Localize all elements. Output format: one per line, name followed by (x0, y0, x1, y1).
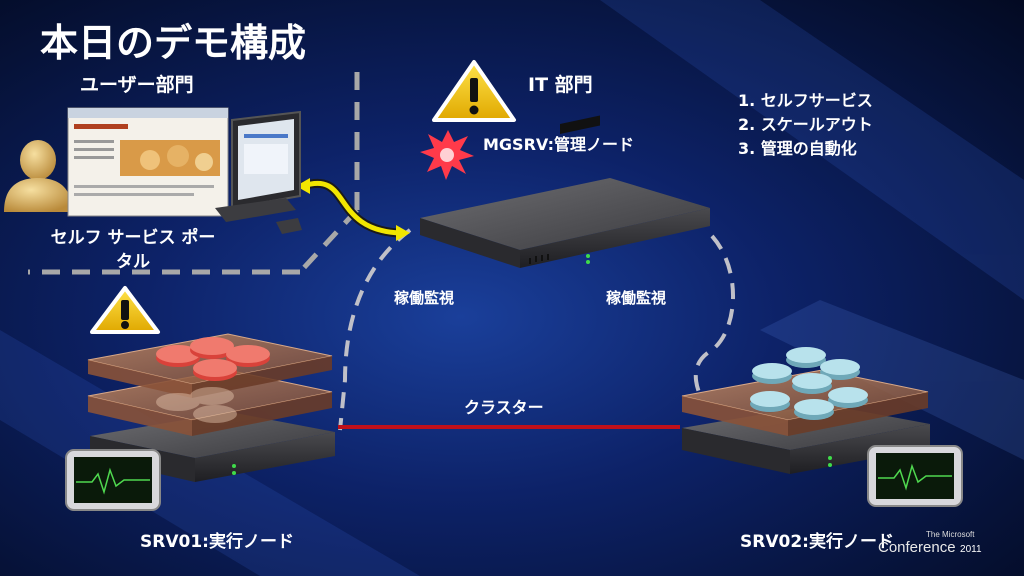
conference-logo-year: 2011 (960, 544, 982, 555)
vm-disk-ghost (156, 387, 237, 423)
vm-disk-red (190, 337, 234, 359)
vm-disk-cyan (752, 363, 792, 384)
monitor-label-left: 稼働監視 (394, 289, 455, 307)
feature-item: 2. スケールアウト (738, 115, 873, 134)
it-dept-label: IT 部門 (528, 74, 593, 96)
vm-disk-red (226, 345, 270, 367)
vm-disk-cyan (786, 347, 826, 368)
portal-browser-window (67, 107, 229, 217)
user-dept-label: ユーザー部門 (80, 74, 194, 96)
mgsrv-label: MGSRV:管理ノード (483, 135, 634, 154)
monitor-path-right (693, 234, 735, 396)
mgsrv-server (420, 115, 710, 268)
srv01-layer-upper (87, 333, 333, 398)
conference-logo-name: Conference (878, 539, 956, 556)
vm-disk-cyan (828, 387, 868, 408)
srv01-vm-disks (156, 337, 270, 423)
page-title: 本日のデモ構成 (40, 21, 307, 65)
monitor-path-left (338, 228, 412, 431)
srv02-layer (681, 369, 929, 436)
srv01-layer-lower (87, 369, 333, 436)
perf-monitor-icon-srv02 (867, 445, 963, 507)
feature-item: 1. セルフサービス (738, 91, 873, 110)
srv01-label: SRV01:実行ノード (140, 532, 294, 552)
vm-disk-cyan (794, 399, 834, 420)
conference-logo-small: The Microsoft (926, 530, 975, 539)
feature-item: 3. 管理の自動化 (738, 139, 857, 158)
warning-icon-srv01 (90, 286, 160, 334)
cluster-label: クラスター (464, 398, 544, 417)
alert-burst-icon (420, 130, 474, 180)
user-dept-border (28, 72, 360, 275)
vm-disk-red (156, 345, 200, 367)
warning-icon-it (432, 60, 516, 122)
feature-list: 1. セルフサービス 2. スケールアウト 3. 管理の自動化 (738, 89, 873, 161)
conference-logo: The Microsoft Conference 2011 (878, 530, 982, 557)
perf-monitor-icon-srv01 (65, 449, 161, 511)
vm-disk-cyan (792, 373, 832, 394)
vm-disk-red (193, 359, 237, 381)
srv02-vm-disks (750, 347, 868, 420)
client-pc-icon (215, 110, 302, 234)
user-person-icon (4, 140, 72, 212)
vm-disk-cyan (820, 359, 860, 380)
vm-disk-cyan (750, 391, 790, 412)
monitor-label-right: 稼働監視 (606, 289, 667, 307)
portal-label: セルフ サービス ポータル (50, 228, 216, 272)
srv02-label: SRV02:実行ノード (740, 532, 894, 552)
portal-link-arrow (296, 178, 410, 241)
